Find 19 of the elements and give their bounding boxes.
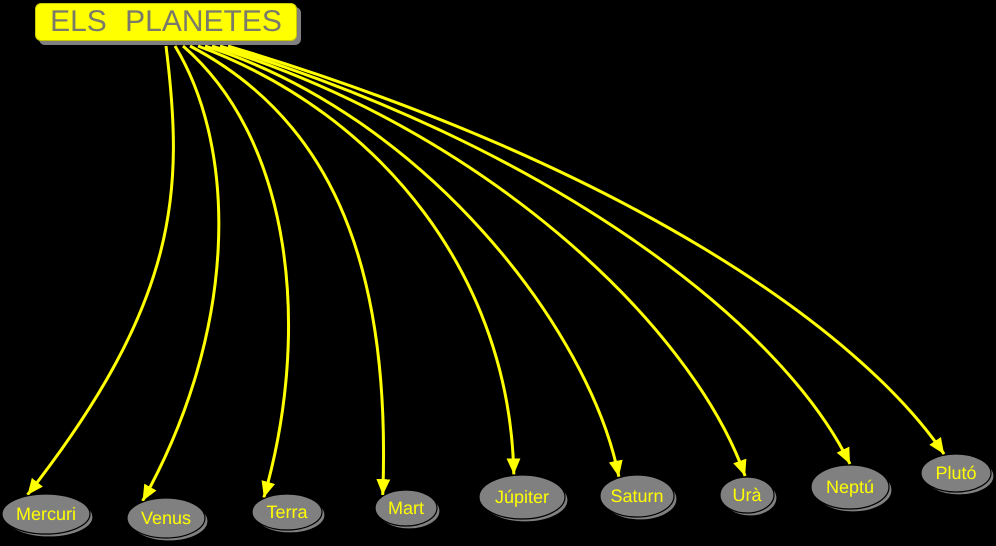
arrow (26, 46, 175, 496)
node-label: Venus (140, 509, 192, 527)
node-label: Terra (266, 503, 308, 521)
node-label: Plutó (935, 464, 977, 482)
arrow (212, 44, 746, 477)
node-label: Saturn (610, 487, 664, 505)
arrow (228, 44, 946, 456)
node-label: Júpiter (494, 488, 550, 506)
arrow (189, 44, 390, 496)
node-label: Mercuri (16, 505, 76, 523)
node-label: Urà (732, 486, 762, 504)
arrow (204, 44, 622, 478)
arrow (141, 45, 220, 502)
arrow (182, 44, 290, 498)
arrow (220, 44, 852, 465)
node-label: Neptú (826, 478, 874, 496)
arrow (197, 44, 520, 474)
heading-text: ELS PLANETES (50, 7, 282, 37)
node-label: Mart (388, 499, 424, 517)
